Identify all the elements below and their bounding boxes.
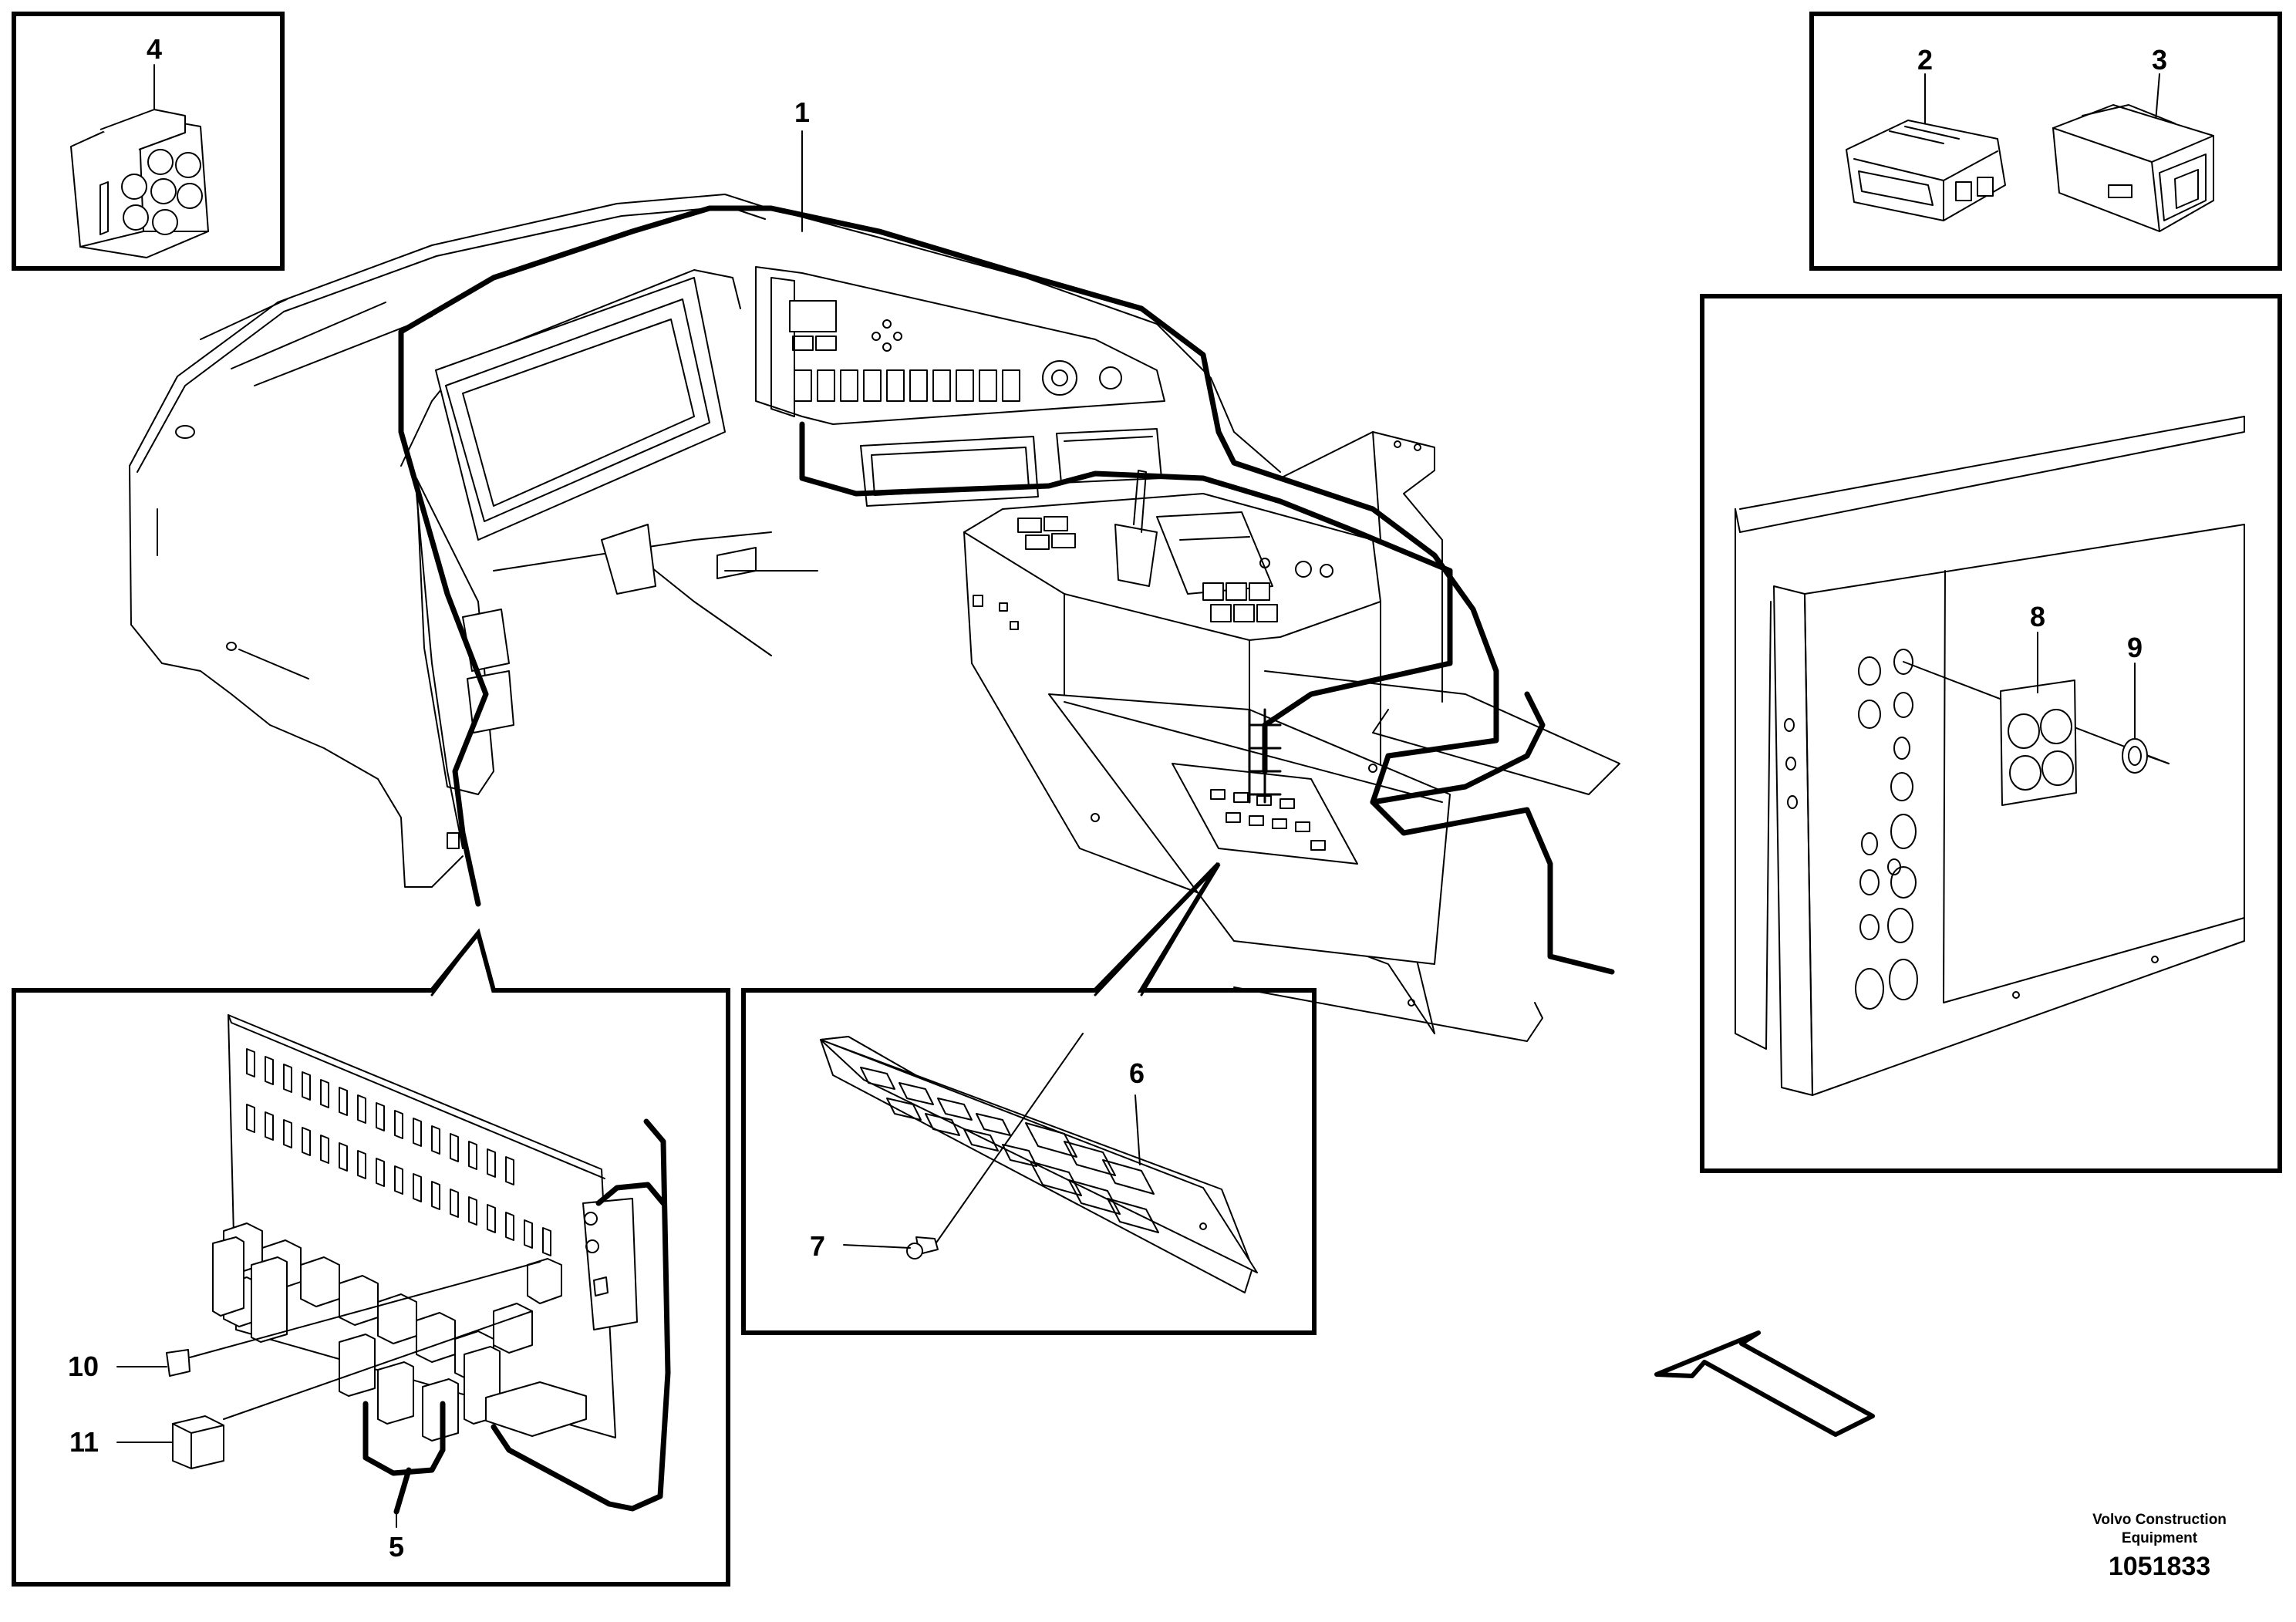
panel-holes [1784,649,1918,1010]
callout-10: 10 [68,1351,99,1382]
connector-pin-holes [121,149,203,235]
callout-4: 4 [147,33,162,65]
switch-cutouts [860,1067,1159,1233]
callout-2: 2 [1917,44,1933,76]
callout-7: 7 [810,1230,825,1262]
credit-block: Volvo Construction Equipment 1051833 [2092,1512,2227,1581]
callout-11: 11 [69,1426,99,1458]
fuse-rows [246,1048,551,1256]
connector-4-detail: 4 [12,12,285,271]
callout-1: 1 [794,96,810,128]
callout-8: 8 [2030,601,2045,632]
relay-blocks [212,1222,587,1442]
callout-5: 5 [389,1531,404,1563]
credit-line-1: Volvo Construction [2092,1512,2227,1528]
connectors-2-3-detail: 2 3 [1809,12,2282,271]
callout-6: 6 [1129,1057,1145,1089]
rocker-switch-row [794,369,1020,402]
callout-9: 9 [2127,632,2143,663]
switch-plate-detail: 7 6 [741,862,1317,1335]
console-switch-cutouts [1210,789,1326,851]
credit-line-2: Equipment [2122,1530,2198,1546]
grommet-plate-detail: 8 9 [1700,294,2282,1173]
view-direction-arrow [1654,1330,1875,1437]
fuse-relay-board-detail: 10 11 5 [12,928,730,1587]
center-console [963,431,1620,1042]
callout-3: 3 [2152,44,2167,76]
drawing-number: 1051833 [2109,1552,2210,1581]
main-wiring-harness [398,205,1615,975]
